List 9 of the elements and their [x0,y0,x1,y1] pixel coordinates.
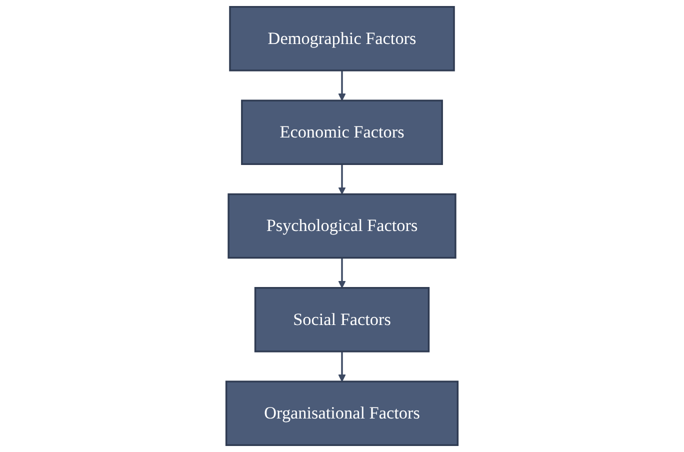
node-box: Demographic Factors [229,6,455,72]
arrow [338,258,346,288]
node-box: Economic Factors [241,100,443,165]
arrow [338,351,346,382]
arrow [338,164,346,195]
node-box: Psychological Factors [228,193,456,259]
arrow [338,70,346,101]
node-box: Social Factors [254,287,430,352]
node-box: Organisational Factors [225,380,459,446]
